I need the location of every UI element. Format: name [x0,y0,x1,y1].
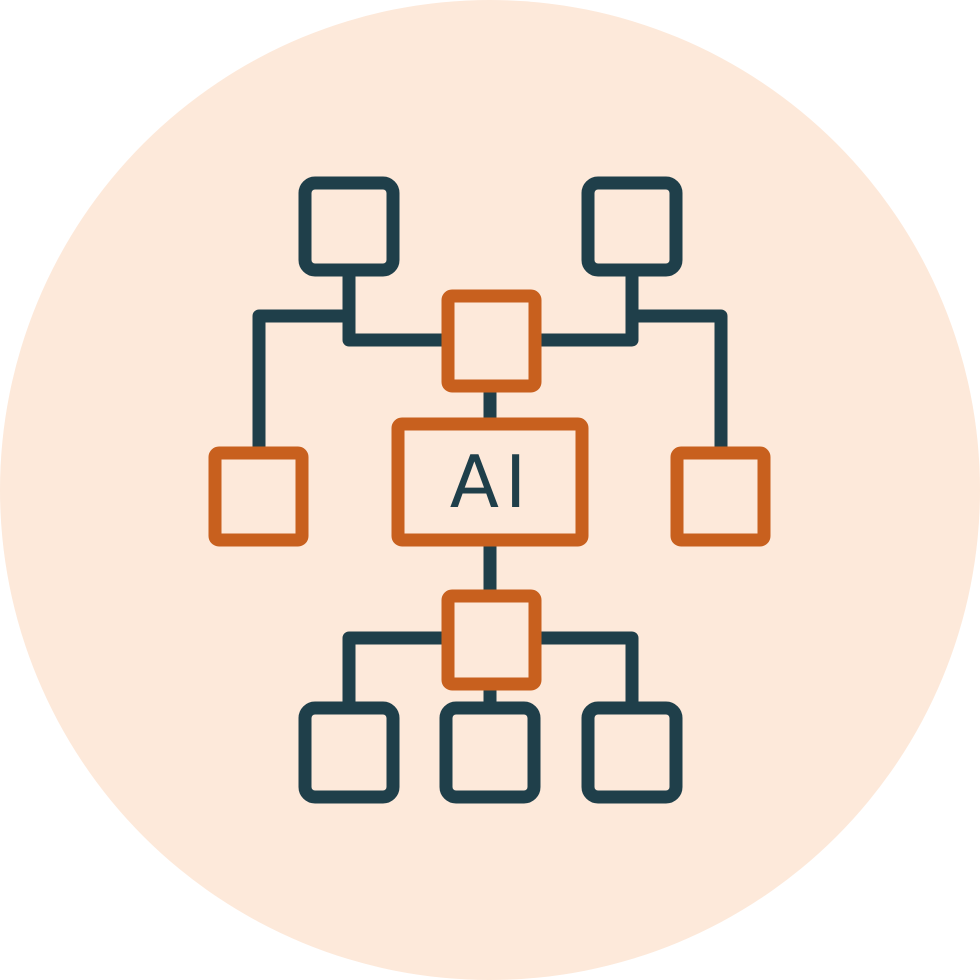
node-ai [391,417,589,547]
connector-bottom-left [342,631,455,715]
connector-top-left [342,263,455,347]
node-bottom-right [581,701,683,804]
connector-left-branch [252,309,356,460]
accent-nodes [208,289,771,691]
node-middle-top [441,289,542,393]
connector-bottom-right [528,631,639,715]
connector-top-right [528,263,639,347]
ai-label: AI [449,440,533,524]
node-top-right [581,176,683,277]
node-right [670,446,771,547]
node-bottom-center [439,701,541,804]
node-lower-middle [441,589,542,691]
connector-right-branch [625,309,728,460]
node-top-left [298,176,400,277]
node-left [208,446,309,547]
node-bottom-left [298,701,400,804]
dark-nodes [298,176,683,804]
